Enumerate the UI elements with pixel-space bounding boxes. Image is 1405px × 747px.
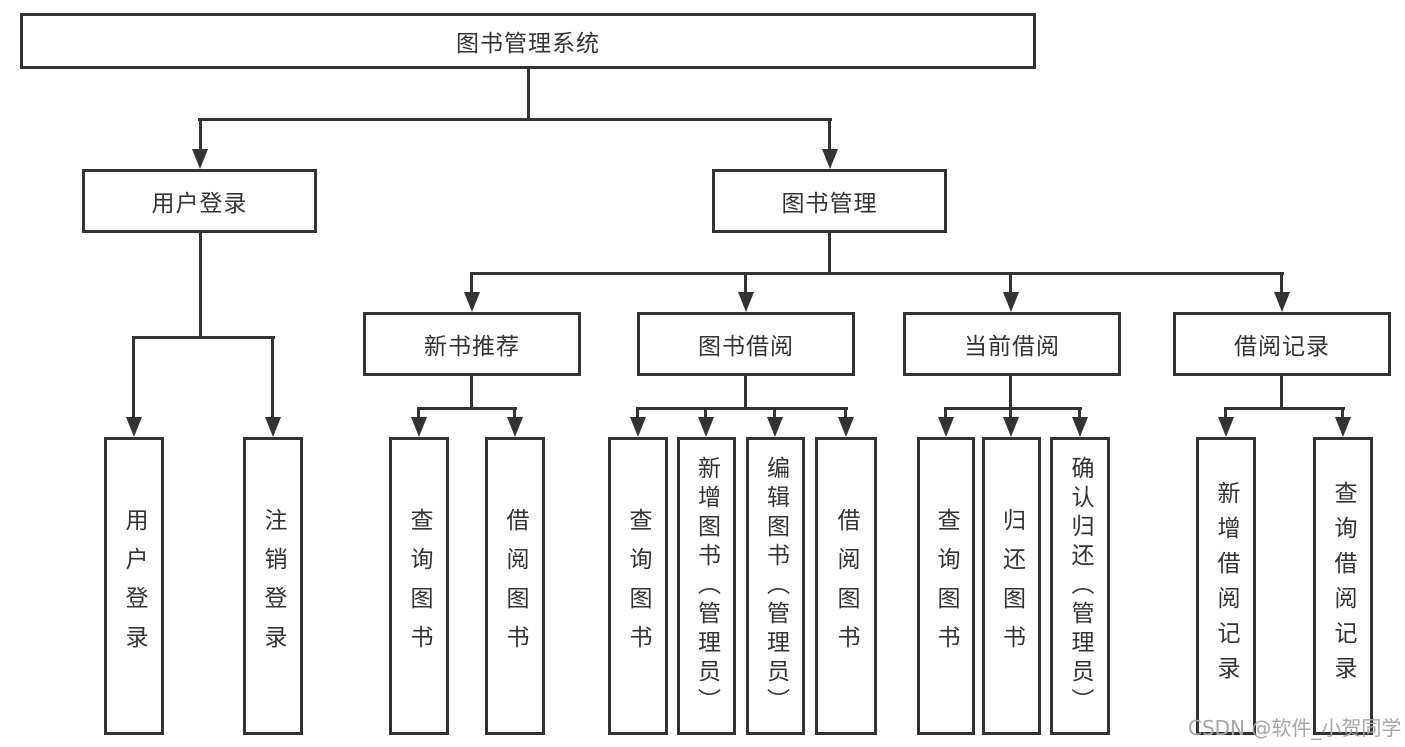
connector-to-current-borrowing [1009,272,1012,294]
arrowhead-leaf-query-current [938,417,954,437]
connector-root-stem [527,69,530,118]
connector-records-stem [1280,376,1283,407]
connector-to-book-management [828,118,831,151]
node-label: 确认归还（管理员） [1067,455,1093,717]
node-book-management: 图书管理 [712,169,947,233]
node-label: 注销登录 [260,508,286,664]
arrowhead-user-login [192,149,208,169]
connector-to-leaf-edit-book [773,407,776,419]
node-label: 借阅记录 [1234,334,1330,360]
arrowhead-leaf-add-record [1218,417,1234,437]
arrowhead-book-borrowing [738,292,754,312]
connector-to-leaf-query-record [1341,407,1344,419]
arrowhead-leaf-return-books [1003,417,1019,437]
node-book-borrowing: 图书借阅 [637,312,855,376]
arrowhead-leaf-borrow-recommend [507,417,523,437]
arrowhead-leaf-user-login [126,417,142,437]
csdn-watermark: CSDN @软件_小贺同学 [1188,716,1402,740]
node-label: 借阅图书 [502,508,528,664]
connector-to-leaf-user-login [132,336,135,419]
connector-current-bar [944,407,1082,410]
node-current-borrowing: 当前借阅 [903,312,1121,376]
connector-to-leaf-borrow-borrowing [844,407,847,419]
node-borrowing-records: 借阅记录 [1173,312,1391,376]
arrowhead-leaf-query-record [1335,417,1351,437]
connector-user-login-stem [199,233,202,336]
node-label: 新增图书（管理员） [693,455,720,717]
connector-to-borrowing-records [1280,272,1283,294]
connector-records-bar [1224,407,1345,410]
arrowhead-leaf-add-book [698,417,714,437]
node-label: 新书推荐 [424,334,520,360]
connector-borrowing-bar [636,407,848,410]
connector-book-management-stem [828,233,831,272]
arrowhead-new-book-recommend [464,292,480,312]
leaf-query-books-borrowing: 查询图书 [608,437,668,735]
node-label: 查询图书 [625,508,651,664]
connector-to-new-book-recommend [470,272,473,294]
connector-to-leaf-query-recommend [417,407,420,419]
leaf-query-books-recommend: 查询图书 [389,437,449,735]
leaf-confirm-return-admin: 确认归还（管理员） [1050,437,1110,735]
arrowhead-leaf-logout [265,417,281,437]
node-new-book-recommend: 新书推荐 [363,312,581,376]
connector-level2-bar [198,118,832,121]
connector-level3-bar [470,272,1284,275]
arrowhead-leaf-confirm-return [1072,417,1088,437]
leaf-edit-book-admin: 编辑图书（管理员） [746,437,805,735]
connector-to-user-login [199,118,202,151]
connector-to-leaf-borrow-recommend [513,407,516,419]
leaf-return-books: 归还图书 [982,437,1041,735]
leaf-add-borrow-record: 新增借阅记录 [1196,437,1256,735]
connector-to-leaf-return-books [1009,407,1012,419]
node-label: 查询图书 [406,508,432,664]
connector-recommend-bar [417,407,517,410]
node-label: 查询借阅记录 [1330,481,1356,691]
arrowhead-borrowing-records [1274,292,1290,312]
connector-to-leaf-logout [271,336,274,419]
arrowhead-current-borrowing [1003,292,1019,312]
arrowhead-leaf-query-recommend [411,417,427,437]
leaf-user-login: 用户登录 [104,437,164,735]
leaf-borrow-books-recommend: 借阅图书 [485,437,545,735]
node-label: 图书借阅 [698,334,794,360]
node-label: 用户登录 [121,508,147,664]
arrowhead-book-management [822,149,838,169]
node-label: 借阅图书 [833,508,859,664]
connector-to-leaf-query-current [944,407,947,419]
arrowhead-leaf-edit-book [767,417,783,437]
connector-to-leaf-add-record [1224,407,1227,419]
node-label: 编辑图书（管理员） [762,455,789,717]
node-label: 新增借阅记录 [1213,481,1239,691]
node-label: 当前借阅 [964,334,1060,360]
connector-borrowing-stem [744,376,747,407]
leaf-query-borrow-record: 查询借阅记录 [1313,437,1373,735]
connector-to-leaf-add-book [704,407,707,419]
node-label: 图书管理系统 [456,31,600,57]
leaf-query-books-current: 查询图书 [917,437,975,735]
connector-to-book-borrowing [744,272,747,294]
node-label: 用户登录 [151,191,248,217]
arrowhead-leaf-query-borrowing [630,417,646,437]
node-label: 查询图书 [933,508,959,664]
connector-recommend-stem [470,376,473,407]
node-library-management-system: 图书管理系统 [20,13,1036,69]
connector-to-leaf-confirm-return [1078,407,1081,419]
node-label: 图书管理 [781,191,878,217]
node-label: 归还图书 [998,508,1025,664]
connector-user-login-bar [132,336,275,339]
connector-current-stem [1009,376,1012,407]
connector-to-leaf-query-borrowing [636,407,639,419]
leaf-add-book-admin: 新增图书（管理员） [677,437,736,735]
leaf-borrow-books-borrowing: 借阅图书 [815,437,877,735]
arrowhead-leaf-borrow-borrowing [838,417,854,437]
node-user-login: 用户登录 [82,169,317,233]
leaf-logout: 注销登录 [243,437,303,735]
